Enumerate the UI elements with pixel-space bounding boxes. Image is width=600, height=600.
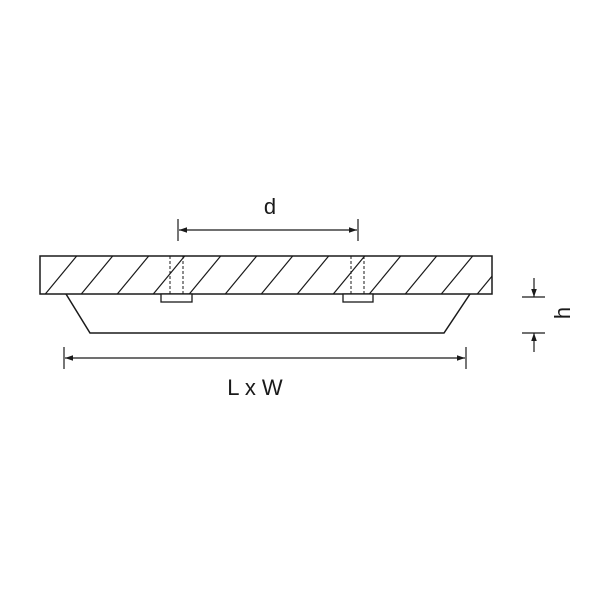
dimension-lxw <box>63 347 467 369</box>
lamp-body <box>65 293 471 334</box>
dimension-h <box>522 278 545 352</box>
plate-outline <box>39 255 493 295</box>
mounting-screw-left <box>160 256 193 303</box>
label-h: h <box>550 307 575 319</box>
mounting-plate <box>39 255 493 295</box>
label-d: d <box>264 194 276 219</box>
dimension-d <box>177 219 359 241</box>
plate-hatching <box>44 256 492 294</box>
mounting-screw-right <box>342 256 374 303</box>
label-lxw: L x W <box>227 375 283 400</box>
